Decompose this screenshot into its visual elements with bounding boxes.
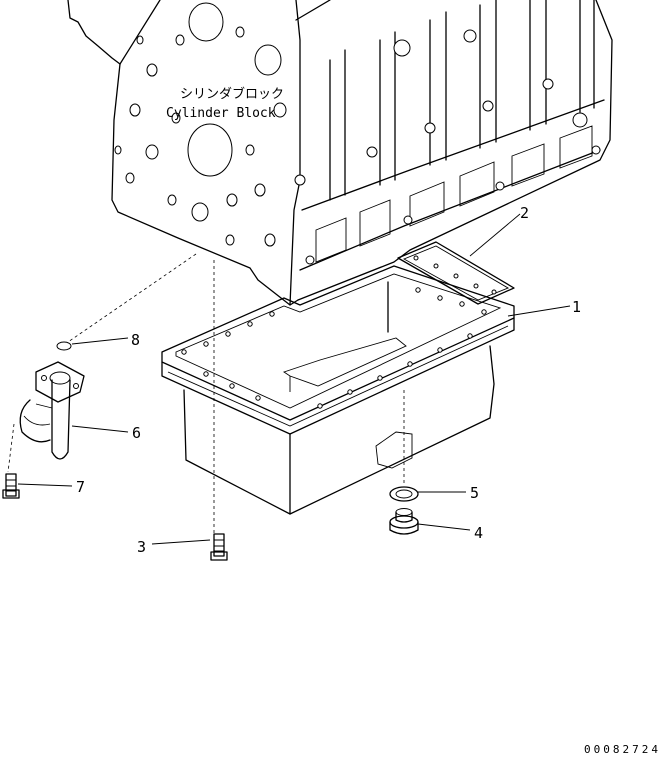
leader-lines — [17, 213, 571, 545]
drawing-number: 00082724 — [584, 743, 661, 756]
cylinder-block: シリンダブロック Cylinder Block — [67, 0, 613, 306]
callout-4: 4 — [474, 524, 483, 542]
oil-strainer — [19, 361, 85, 460]
gasket — [397, 241, 515, 305]
callout-numbers: 1 2 3 4 5 6 7 8 — [76, 204, 581, 556]
callout-7: 7 — [76, 478, 85, 496]
block-label-japanese: シリンダブロック — [180, 86, 284, 102]
strainer-bolt — [2, 473, 20, 499]
block-label-english: Cylinder Block — [166, 106, 276, 121]
oil-pan-bolt — [210, 533, 228, 561]
drain-gasket — [389, 486, 419, 502]
callout-8: 8 — [131, 331, 140, 349]
drain-plug — [389, 508, 419, 535]
o-ring — [56, 341, 72, 351]
callout-6: 6 — [132, 424, 141, 442]
oil-pan — [161, 265, 515, 515]
callout-1: 1 — [572, 298, 581, 316]
callout-3: 3 — [137, 538, 146, 556]
callout-5: 5 — [470, 484, 479, 502]
callout-2: 2 — [520, 204, 529, 222]
alignment-lines — [7, 253, 405, 534]
